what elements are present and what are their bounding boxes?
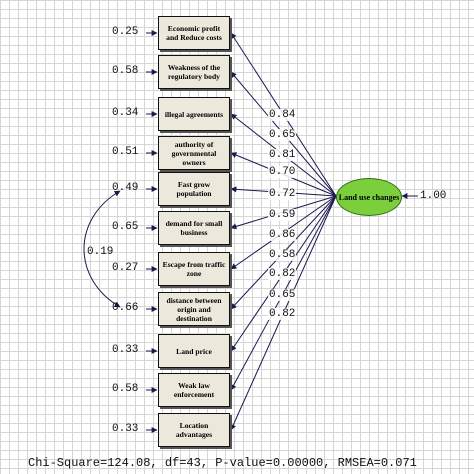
indicator-label: Economic profit and Reduce costs: [166, 24, 222, 42]
factor-loading: 0.82: [268, 308, 297, 320]
factor-loading: 0.81: [268, 149, 297, 161]
factor-loading: 0.82: [268, 268, 297, 280]
indicator-box: Fast grow population: [158, 172, 230, 206]
indicator-box: Location advantages: [158, 413, 230, 447]
error-variance: 0.25: [112, 26, 139, 38]
factor-loading: 0.86: [268, 229, 297, 241]
indicator-label: Location advantages: [175, 421, 213, 439]
indicator-box: Land price: [158, 334, 230, 368]
error-variance: 0.58: [112, 383, 139, 395]
factor-loading: 0.59: [268, 209, 297, 221]
indicator-box: authority of governmental owners: [158, 136, 230, 170]
latent-variance: 1.00: [420, 190, 447, 202]
indicator-label: Weak law enforcement: [173, 381, 215, 399]
fit-statistics: Chi-Square=124.08, df=43, P-value=0.0000…: [28, 456, 417, 470]
indicator-box: distance between origin and destination: [158, 292, 230, 326]
error-covariance-value: 0.19: [87, 246, 114, 258]
error-variance: 0.49: [112, 182, 139, 194]
latent-variable-land-use-changes: Land use changes: [336, 178, 402, 216]
factor-loading: 0.58: [268, 249, 297, 261]
error-covariance-curve: [83, 190, 121, 308]
indicator-box: Economic profit and Reduce costs: [158, 16, 230, 50]
error-variance: 0.33: [112, 344, 139, 356]
error-variance: 0.33: [112, 423, 139, 435]
indicator-box: Escape from traffic zone: [158, 252, 230, 286]
error-variance: 0.34: [112, 107, 139, 119]
indicator-box: Weakness of the regulatory body: [158, 55, 230, 89]
indicator-label: authority of governmental owners: [171, 139, 217, 167]
factor-loading: 0.65: [268, 289, 297, 301]
indicator-label: Fast grow population: [176, 180, 212, 198]
indicator-label: demand for small business: [165, 219, 223, 237]
indicator-box: illegal agreements: [158, 97, 230, 131]
indicator-label: Escape from traffic zone: [162, 260, 226, 278]
factor-loading: 0.72: [268, 188, 297, 200]
latent-label: Land use changes: [338, 192, 400, 202]
indicator-label: illegal agreements: [164, 109, 224, 119]
error-variance: 0.58: [112, 65, 139, 77]
indicator-label: Weakness of the regulatory body: [167, 63, 221, 81]
factor-loading: 0.84: [268, 109, 297, 121]
indicator-box: Weak law enforcement: [158, 373, 230, 407]
error-variance: 0.51: [112, 146, 139, 158]
error-variance: 0.66: [112, 302, 139, 314]
error-variance: 0.27: [112, 262, 139, 274]
factor-loading: 0.70: [268, 166, 297, 178]
error-variance: 0.65: [112, 221, 139, 233]
indicator-box: demand for small business: [158, 211, 230, 245]
indicator-label: distance between origin and destination: [166, 295, 222, 323]
factor-loading: 0.65: [268, 129, 297, 141]
indicator-label: Land price: [176, 346, 212, 356]
